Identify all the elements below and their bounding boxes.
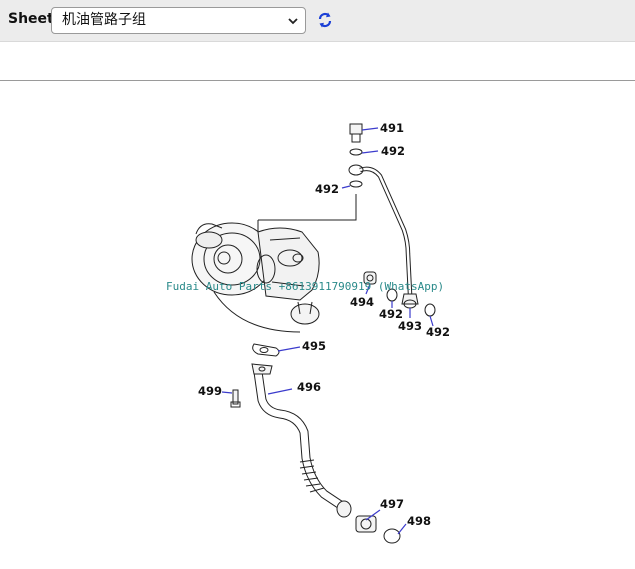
oil-drain-pipe-drawing <box>251 363 352 518</box>
banjo-bolt-drawing <box>349 123 363 143</box>
callout-497[interactable]: 497 <box>380 497 404 511</box>
callout-494[interactable]: 494 <box>350 295 374 309</box>
callout-495[interactable]: 495 <box>302 339 326 353</box>
refresh-icon[interactable] <box>316 11 334 29</box>
sheet-label: Sheet <box>8 11 54 27</box>
callout-492-right[interactable]: 492 <box>426 325 450 339</box>
callout-491[interactable]: 491 <box>380 121 404 135</box>
chevron-down-icon <box>288 18 298 25</box>
oil-feed-pipe-drawing <box>348 164 419 309</box>
info-band <box>0 42 635 81</box>
sheet-select[interactable]: 机油管路子组 <box>51 7 306 34</box>
callout-498[interactable]: 498 <box>407 514 431 528</box>
fitting-494-drawing <box>363 271 377 285</box>
callout-493[interactable]: 493 <box>398 319 422 333</box>
watermark-text: Fudai Auto Parts +8613911790919 (WhatsAp… <box>166 280 444 293</box>
callout-496[interactable]: 496 <box>297 380 321 394</box>
parts-diagram: 491 492 492 494 492 493 492 495 499 496 … <box>166 121 450 544</box>
sheet-toolbar: Sheet 机油管路子组 <box>0 0 635 42</box>
callout-492-upper[interactable]: 492 <box>315 182 339 196</box>
callout-492-left[interactable]: 492 <box>379 307 403 321</box>
turbocharger-drawing <box>191 194 357 333</box>
callout-492-top[interactable]: 492 <box>381 144 405 158</box>
sheet-select-value: 机油管路子组 <box>62 12 146 28</box>
callout-499[interactable]: 499 <box>198 384 222 398</box>
